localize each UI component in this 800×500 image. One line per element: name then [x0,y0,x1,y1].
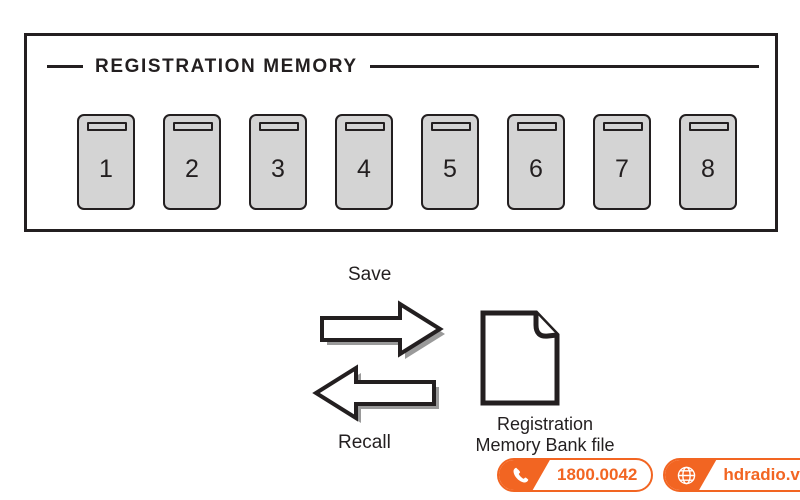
file-caption-line-1: Registration [496,414,594,434]
arrow-left-icon [312,364,439,423]
file-caption: Registration Memory Bank file [440,414,650,456]
title-rule-right [369,64,759,68]
panel-title-row: REGISTRATION MEMORY [47,55,759,77]
phone-icon [513,467,528,482]
registration-memory-button-row: 1 2 3 4 5 6 7 8 [77,114,738,211]
button-slot-indicator [345,122,385,131]
page-title: REGISTRATION MEMORY [95,55,358,77]
phone-icon-container [499,460,551,490]
recall-label: Recall [338,432,391,453]
button-slot-indicator [517,122,557,131]
phone-number-text: 1800.0042 [557,465,638,484]
document-file-icon [480,310,560,406]
registration-memory-button-2[interactable]: 2 [163,114,222,211]
phone-badge[interactable]: 1800.0042 [497,458,654,492]
button-label: 2 [185,154,199,183]
registration-memory-button-4[interactable]: 4 [335,114,394,211]
website-url-text: hdradio.vn [723,465,800,484]
globe-icon-container [665,460,717,490]
registration-memory-panel: REGISTRATION MEMORY 1 2 3 4 5 6 [24,33,778,232]
globe-icon [677,466,696,484]
button-slot-indicator [689,122,729,131]
button-slot-indicator [173,122,213,131]
button-label: 8 [701,154,715,183]
registration-memory-button-3[interactable]: 3 [249,114,308,211]
button-slot-indicator [259,122,299,131]
button-label: 4 [357,154,371,183]
button-label: 7 [615,154,629,183]
button-slot-indicator [603,122,643,131]
title-rule-left [47,64,83,68]
save-label: Save [348,264,392,285]
button-slot-indicator [431,122,471,131]
button-label: 1 [99,154,113,183]
button-label: 6 [529,154,543,183]
website-badge[interactable]: hdradio.vn [663,458,800,492]
button-slot-indicator [87,122,127,131]
save-recall-flow-diagram: Save Recall Registration Memory Bank fil… [300,258,640,468]
contact-badges: 1800.0042 hdradio.vn [497,458,800,492]
button-label: 5 [443,154,457,183]
button-label: 3 [271,154,285,183]
registration-memory-button-1[interactable]: 1 [77,114,136,211]
registration-memory-button-6[interactable]: 6 [507,114,566,211]
arrow-right-icon [320,300,445,359]
registration-memory-button-5[interactable]: 5 [421,114,480,211]
registration-memory-button-8[interactable]: 8 [679,114,738,211]
file-caption-line-2: Memory Bank file [475,435,615,456]
registration-memory-button-7[interactable]: 7 [593,114,652,211]
